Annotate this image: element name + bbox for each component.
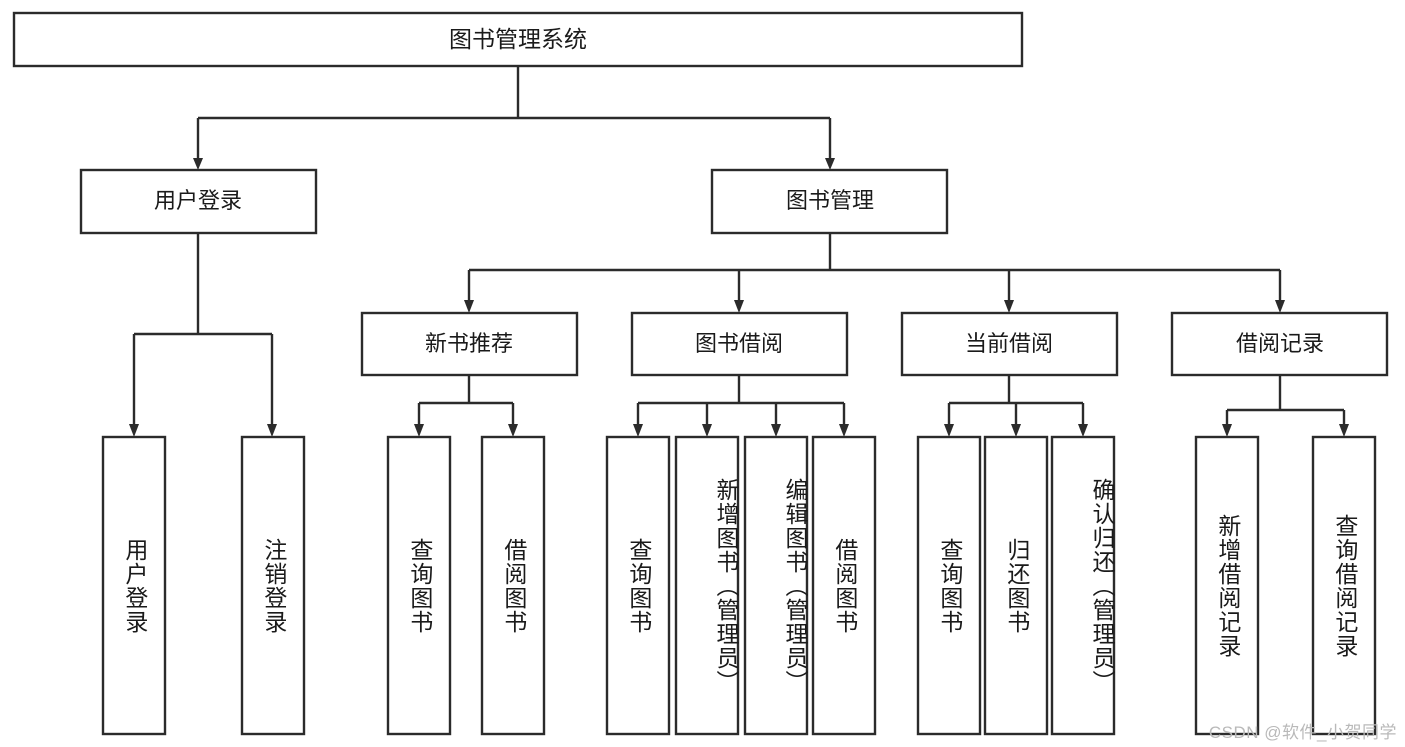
arrow-to-leaf-add-book [702, 424, 712, 437]
arrow-to-leaf-borrow-book-2 [839, 424, 849, 437]
leaf-boxes [101, 435, 1377, 736]
node-current-borrow[interactable]: 当前借阅 [900, 311, 1119, 377]
node-book-manage[interactable]: 图书管理 [710, 168, 949, 235]
node-book-borrow-label: 图书借阅 [695, 331, 783, 356]
connector-book-manage-to-level3 [464, 233, 1285, 313]
node-new-book-rec[interactable]: 新书推荐 [360, 311, 579, 377]
arrow-to-leaf-query-book-1 [414, 424, 424, 437]
arrow-to-book-manage [825, 158, 835, 170]
node-borrow-record-label: 借阅记录 [1236, 331, 1324, 356]
leaf-box-user-login[interactable] [101, 435, 167, 736]
arrow-to-book-borrow [734, 300, 744, 313]
arrow-to-leaf-query-book-2 [633, 424, 643, 437]
leaf-box-query-record[interactable] [1311, 435, 1377, 736]
arrow-to-leaf-user-login [129, 424, 139, 437]
node-root-box[interactable] [12, 11, 1024, 68]
arrow-to-leaf-logout [267, 424, 277, 437]
node-borrow-record[interactable]: 借阅记录 [1170, 311, 1389, 377]
connector-book-borrow-to-leaves [633, 375, 849, 437]
connector-new-book-rec-to-leaves [414, 375, 518, 437]
connector-root-to-level2 [193, 66, 835, 170]
arrow-to-leaf-confirm-return [1078, 424, 1088, 437]
arrow-to-leaf-add-record [1222, 424, 1232, 437]
arrow-to-current-borrow [1004, 300, 1014, 313]
leaf-box-query-book-3[interactable] [916, 435, 982, 736]
node-user-login[interactable]: 用户登录 [79, 168, 318, 235]
leaf-box-logout[interactable] [240, 435, 306, 736]
node-root[interactable]: 图书管理系统 [12, 11, 1024, 68]
arrow-to-leaf-query-book-3 [944, 424, 954, 437]
node-current-borrow-label: 当前借阅 [965, 331, 1053, 356]
node-user-login-box[interactable] [79, 168, 318, 235]
leaf-box-borrow-book-2[interactable] [811, 435, 877, 736]
node-book-borrow-box[interactable] [630, 311, 849, 377]
leaf-box-add-record[interactable] [1194, 435, 1260, 736]
node-root-label: 图书管理系统 [449, 26, 587, 52]
node-current-borrow-box[interactable] [900, 311, 1119, 377]
leaf-box-return-book[interactable] [983, 435, 1049, 736]
arrow-to-leaf-query-record [1339, 424, 1349, 437]
arrow-to-leaf-borrow-book-1 [508, 424, 518, 437]
arrow-to-new-book-rec [464, 300, 474, 313]
node-book-borrow[interactable]: 图书借阅 [630, 311, 849, 377]
node-book-manage-label: 图书管理 [786, 188, 874, 213]
leaf-box-edit-book[interactable] [743, 435, 809, 736]
node-borrow-record-box[interactable] [1170, 311, 1389, 377]
connector-borrow-record-to-leaves [1222, 375, 1349, 437]
leaf-box-add-book[interactable] [674, 435, 740, 736]
arrow-to-borrow-record [1275, 300, 1285, 313]
leaf-box-query-book-1[interactable] [386, 435, 452, 736]
node-new-book-rec-label: 新书推荐 [425, 331, 513, 356]
node-new-book-rec-box[interactable] [360, 311, 579, 377]
connector-current-borrow-to-leaves [944, 375, 1088, 437]
watermark-text: CSDN @软件_小贺同学 [1208, 723, 1397, 742]
node-book-manage-box[interactable] [710, 168, 949, 235]
arrow-to-leaf-return-book [1011, 424, 1021, 437]
arrow-to-user-login [193, 158, 203, 170]
connector-user-login-to-leaves [129, 233, 277, 437]
node-user-login-label: 用户登录 [154, 188, 242, 213]
leaf-box-borrow-book-1[interactable] [480, 435, 546, 736]
arrow-to-leaf-edit-book [771, 424, 781, 437]
leaf-box-confirm-return[interactable] [1050, 435, 1116, 736]
leaf-box-query-book-2[interactable] [605, 435, 671, 736]
